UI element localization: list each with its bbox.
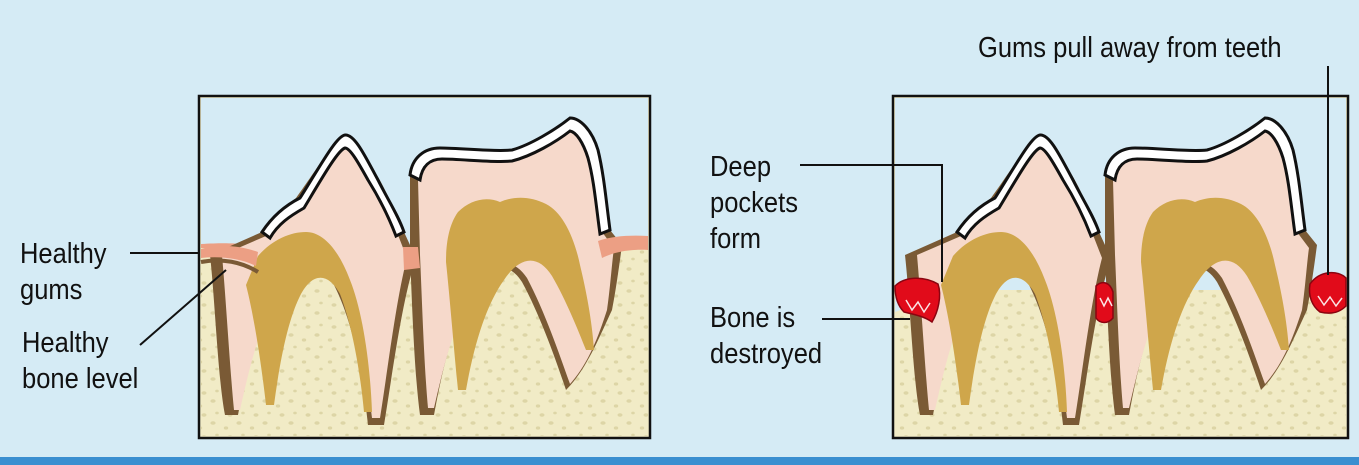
diseased-panel: [891, 94, 1350, 440]
inflamed-gums-left: [894, 277, 941, 324]
label-healthy-bone-level: Healthy bone level: [22, 327, 139, 395]
inflamed-gums-right: [1308, 271, 1347, 314]
bottom-accent-bar: [0, 457, 1359, 465]
label-bone-destroyed: Bone is destroyed: [710, 302, 823, 370]
leader-healthy-bone: [139, 269, 227, 346]
leader-deep-pockets: [800, 164, 943, 282]
label-healthy-gums: Healthy gums: [20, 238, 107, 306]
destroyed-bone-edge: [905, 295, 1343, 314]
label-deep-pockets: Deep pockets form: [710, 151, 798, 255]
leader-lines: [130, 66, 1329, 346]
healthy-gums: [201, 245, 258, 266]
inflamed-gums-middle: [1095, 281, 1114, 324]
label-gums-pull-away: Gums pull away from teeth: [978, 32, 1282, 64]
healthy-panel: [197, 94, 652, 440]
